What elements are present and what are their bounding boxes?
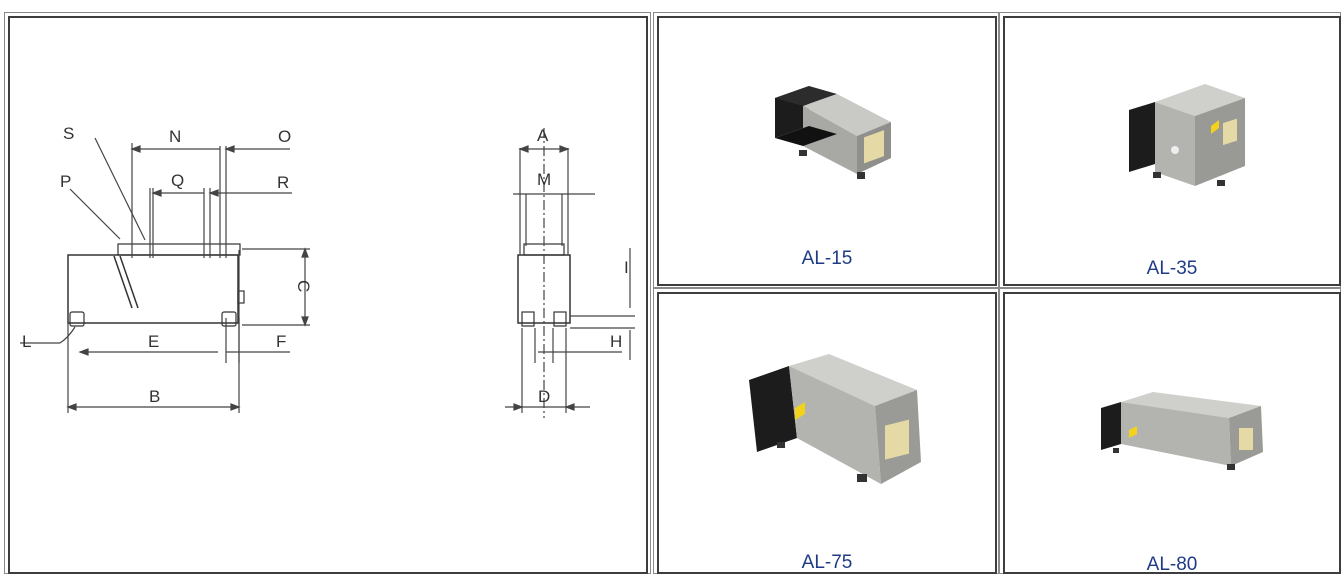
product-cell-al-75[interactable]: AL-75: [657, 292, 997, 574]
product-caption-al-75[interactable]: AL-75: [801, 552, 853, 573]
side-view: [20, 137, 310, 413]
product-image-al-80: [1101, 392, 1263, 470]
product-caption-al-15[interactable]: AL-15: [801, 248, 853, 269]
label-r: R: [277, 173, 289, 192]
label-q: Q: [171, 171, 184, 190]
label-p: P: [60, 172, 71, 191]
label-o: O: [278, 127, 291, 146]
label-e: E: [148, 332, 159, 351]
label-c: C: [294, 280, 313, 292]
product-cell-al-80[interactable]: AL-80: [1003, 292, 1341, 575]
label-s: S: [63, 124, 74, 143]
label-b: B: [149, 387, 160, 406]
dimension-drawing-panel: S N O P Q R C L E F B A M I H D: [8, 16, 648, 574]
product-image-al-75: [749, 354, 921, 484]
end-view: [505, 128, 635, 418]
label-d: D: [538, 387, 550, 406]
product-caption-al-80[interactable]: AL-80: [1146, 554, 1198, 575]
label-m: M: [537, 170, 551, 189]
warning-label-icon: [1211, 120, 1219, 134]
label-a: A: [537, 126, 549, 145]
product-caption-al-35[interactable]: AL-35: [1146, 258, 1198, 279]
warning-label-icon: [795, 402, 805, 420]
label-f: F: [276, 332, 286, 351]
label-h: H: [610, 332, 622, 351]
label-i: I: [624, 258, 629, 277]
label-l: L: [22, 332, 31, 351]
product-cell-al-15[interactable]: AL-15: [657, 16, 997, 286]
product-image-al-15: [775, 86, 891, 179]
dimension-drawing: S N O P Q R C L E F B A M I H D: [20, 124, 635, 418]
label-n: N: [169, 127, 181, 146]
product-image-al-35: [1129, 84, 1245, 186]
warning-label-icon: [1129, 426, 1137, 438]
product-cell-al-35[interactable]: AL-35: [1003, 16, 1341, 286]
